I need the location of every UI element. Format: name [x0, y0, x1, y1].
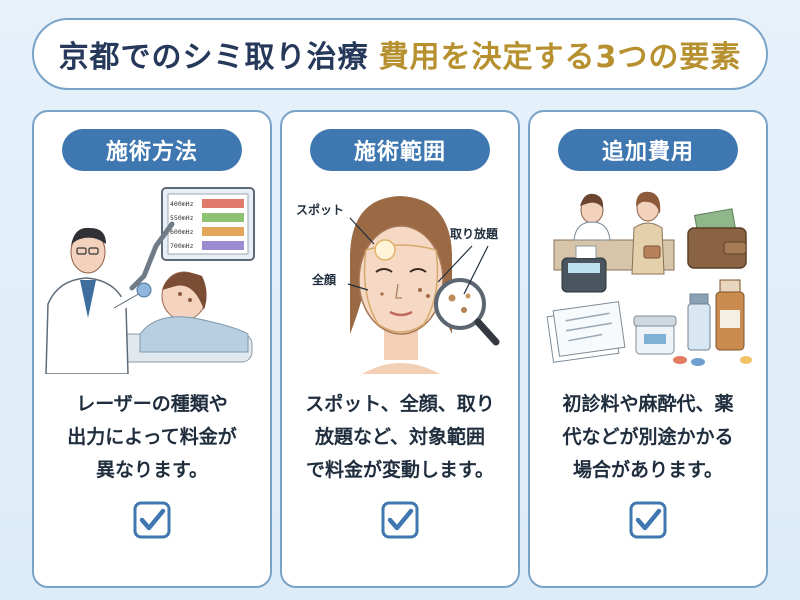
monitor-reading-0: 400mHz	[170, 200, 194, 208]
label-unlimited: 取り放題	[450, 226, 499, 241]
desc-line: スポット、全顔、取り	[305, 393, 495, 415]
desc-line: レーザーの種類や	[76, 393, 228, 415]
monitor-reading-2: 600mHz	[170, 228, 194, 236]
desc-line: 放題など、対象範囲	[314, 426, 486, 448]
desc-line: 出力によって料金が	[67, 426, 237, 448]
title-main: 京都でのシミ取り治療	[58, 40, 369, 75]
desc-line: 代などが別途かかる	[562, 426, 734, 448]
title-banner: 京都でのシミ取り治療 費用を決定する3つの要素	[32, 18, 768, 90]
label-full-face: 全顔	[311, 272, 337, 287]
desc-line: 場合があります。	[572, 459, 724, 481]
title-accent: 費用を決定する3つの要素	[378, 40, 742, 75]
card-method-description: レーザーの種類や 出力によって料金が 異なります。	[44, 388, 260, 487]
monitor-reading-3: 700mHz	[170, 242, 194, 250]
card-extra-fees-label: 追加費用	[558, 129, 738, 171]
payment-icon	[546, 191, 752, 366]
doctor-laser-icon: 400mHz 550mHz 600mHz 700mHz	[45, 187, 255, 374]
check-icon	[629, 501, 667, 539]
desc-line: 異なります。	[95, 459, 209, 481]
card-area-description: スポット、全顔、取り 放題など、対象範囲 で料金が変動します。	[292, 388, 508, 487]
desc-line: 初診料や麻酔代、薬	[562, 393, 734, 415]
desc-line: で料金が変動します。	[305, 459, 495, 481]
face-zones-icon: スポット 全顔 取り放題	[296, 196, 500, 374]
monitor-reading-1: 550mHz	[170, 214, 194, 222]
label-spot: スポット	[296, 202, 344, 217]
check-icon	[381, 501, 419, 539]
check-icon	[133, 501, 171, 539]
card-method-label: 施術方法	[62, 129, 242, 171]
card-extra-fees-description: 初診料や麻酔代、薬 代などが別途かかる 場合があります。	[540, 388, 756, 487]
card-method: 施術方法 400mHz 550mHz 600mHz 700mHz レーザ	[32, 110, 272, 588]
card-area: 施術範囲 スポット 全顔 取り放題 スポット、全顔	[280, 110, 520, 588]
card-extra-fees: 追加費用	[528, 110, 768, 588]
card-area-label: 施術範囲	[310, 129, 490, 171]
